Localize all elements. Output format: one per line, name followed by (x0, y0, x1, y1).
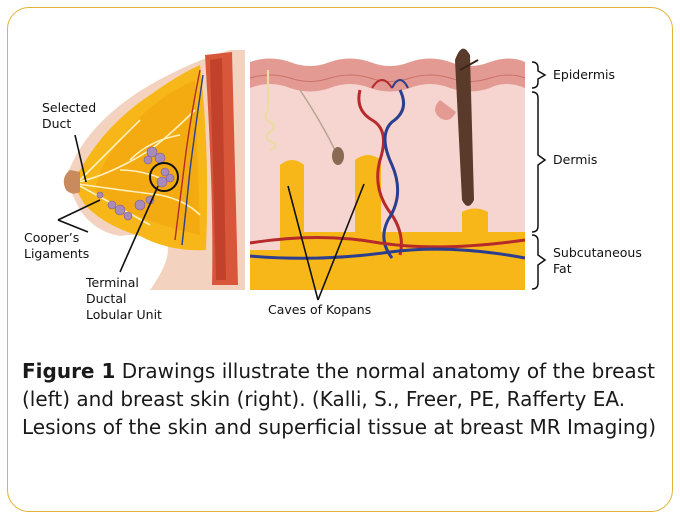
label-epidermis: Epidermis (553, 67, 615, 83)
caption-text: Drawings illustrate the normal anatomy o… (22, 359, 656, 439)
skin-section (250, 49, 525, 290)
figure-caption: Figure 1 Drawings illustrate the normal … (22, 357, 662, 441)
caption-figure-label: Figure 1 (22, 359, 115, 383)
label-selected-duct: Selected Duct (42, 100, 96, 132)
label-subcutaneous-fat: Subcutaneous Fat (553, 245, 642, 277)
label-coopers-ligaments: Cooper’s Ligaments (24, 230, 89, 262)
label-caves-of-kopans: Caves of Kopans (268, 302, 371, 318)
layer-brackets (532, 62, 545, 289)
label-tdlu: Terminal Ductal Lobular Unit (86, 275, 162, 323)
label-dermis: Dermis (553, 152, 597, 168)
